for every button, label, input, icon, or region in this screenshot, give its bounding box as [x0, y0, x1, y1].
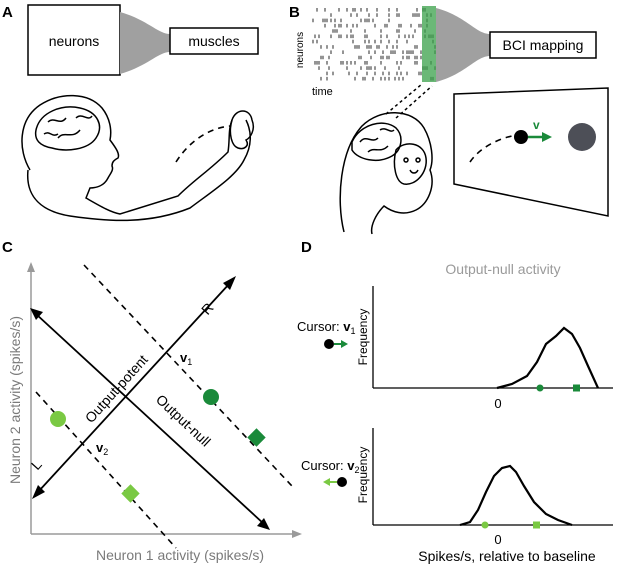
v1-activity-circle [203, 389, 219, 405]
output-null-arrow-end [257, 518, 270, 530]
panel-a-letter: A [2, 4, 13, 21]
output-potent-axis [37, 282, 231, 493]
panel-c: C Neuron 1 activity (spikes/s) Neuron 2 … [2, 239, 302, 563]
neurons-box [27, 4, 121, 76]
raster-xlabel: time [312, 86, 333, 98]
v1-label-sub: 1 [187, 357, 192, 367]
cursor-v2-arrow-head [323, 478, 330, 486]
bottom-hist-diamond-marker [533, 521, 540, 529]
v2-activity-diamond [121, 484, 140, 503]
fist-outline [229, 110, 255, 150]
time-bin-highlight [422, 6, 436, 82]
panel-a: A neurons muscles [2, 4, 259, 222]
panel-c-letter: C [2, 239, 13, 256]
bottom-hist-zero: 0 [494, 532, 501, 547]
cursor-v1-sub: 1 [350, 326, 355, 336]
head-arm-outline [21, 94, 233, 215]
projection-funnel [120, 12, 170, 74]
neuron2-axis-arrow [27, 262, 35, 272]
brain-folds [43, 115, 93, 139]
bottom-hist-ylabel: Frequency [356, 447, 370, 504]
human-figure [21, 94, 255, 222]
cursor-v2-dot [337, 477, 347, 487]
top-hist-circle-marker [536, 384, 544, 392]
cursor-v2-text: Cursor: [301, 458, 347, 473]
spikes-axis-label: Spikes/s, relative to baseline [418, 548, 596, 564]
spike-raster [312, 8, 436, 81]
cursor-v1-text: Cursor: [297, 319, 343, 334]
v1-label-v: v [180, 350, 188, 365]
raster-ylabel: neurons [295, 32, 306, 68]
muscles-box [169, 27, 259, 55]
top-histogram-curve [496, 326, 600, 390]
monkey-brain [351, 122, 402, 162]
neuron1-axis-arrow [292, 530, 302, 538]
output-potent-label: Output-potent [82, 351, 151, 425]
cursor-v2-v: v [347, 458, 355, 473]
hand-trajectory [175, 125, 231, 163]
neuron1-axis-label: Neuron 1 activity (spikes/s) [96, 547, 264, 563]
screen-outline [453, 87, 609, 217]
neurons-label: neurons [49, 33, 100, 49]
cursor-trajectory [469, 135, 513, 163]
top-hist-zero: 0 [494, 396, 501, 411]
cursor-v1-dot [324, 339, 334, 349]
bci-mapping-box [489, 31, 597, 59]
muscles-label: muscles [188, 33, 239, 49]
output-potent-arrow-l [32, 485, 45, 499]
cursor-dot [514, 130, 528, 144]
mapping-funnel [436, 8, 490, 82]
v2-label-sub: 2 [103, 447, 108, 457]
monkey-face [393, 143, 427, 185]
panel-d: D Output-null activity Cursor: v1 Freque… [297, 239, 613, 564]
panel-b-letter: B [289, 4, 300, 21]
top-hist-diamond-marker [573, 384, 580, 392]
bottom-hist-circle-marker [481, 521, 489, 529]
cursor-v1-label: Cursor: v1 [297, 319, 355, 336]
v2-label: v2 [96, 440, 108, 457]
monkey-head-outline [339, 112, 433, 235]
output-null-axis [35, 313, 265, 525]
velocity-arrow-head [542, 132, 552, 142]
monkey-nose [409, 169, 419, 174]
panel-d-letter: D [301, 239, 312, 256]
cursor-v1-arrow-head [341, 340, 348, 348]
bci-mapping-label: BCI mapping [503, 37, 584, 53]
panel-b: B neurons time BCI mapping v [289, 4, 609, 235]
output-null-arrow-start [30, 308, 43, 320]
neuron2-axis-label: Neuron 2 activity (spikes/s) [7, 316, 23, 484]
torso-outline [26, 119, 251, 222]
monkey-eye-right [415, 157, 421, 163]
velocity-label: v [533, 118, 540, 132]
bottom-histogram-curve [459, 464, 573, 527]
target-circle [568, 123, 596, 151]
output-null-activity-title: Output-null activity [445, 261, 560, 277]
top-hist-ylabel: Frequency [356, 309, 370, 366]
monkey-brain-folds [359, 128, 395, 153]
v1-label: v1 [180, 350, 192, 367]
monkey-eye-left [403, 157, 409, 163]
output-potent-arrow-r [223, 276, 236, 290]
cursor-v2-sub: 2 [354, 465, 359, 475]
brain-outline [34, 106, 101, 151]
v1-activity-diamond [247, 428, 266, 447]
monkey-figure [339, 112, 433, 235]
cursor-v2-label: Cursor: v2 [301, 458, 359, 475]
v2-label-v: v [96, 440, 104, 455]
v2-activity-circle [50, 411, 66, 427]
cursor-v1-v: v [343, 319, 351, 334]
